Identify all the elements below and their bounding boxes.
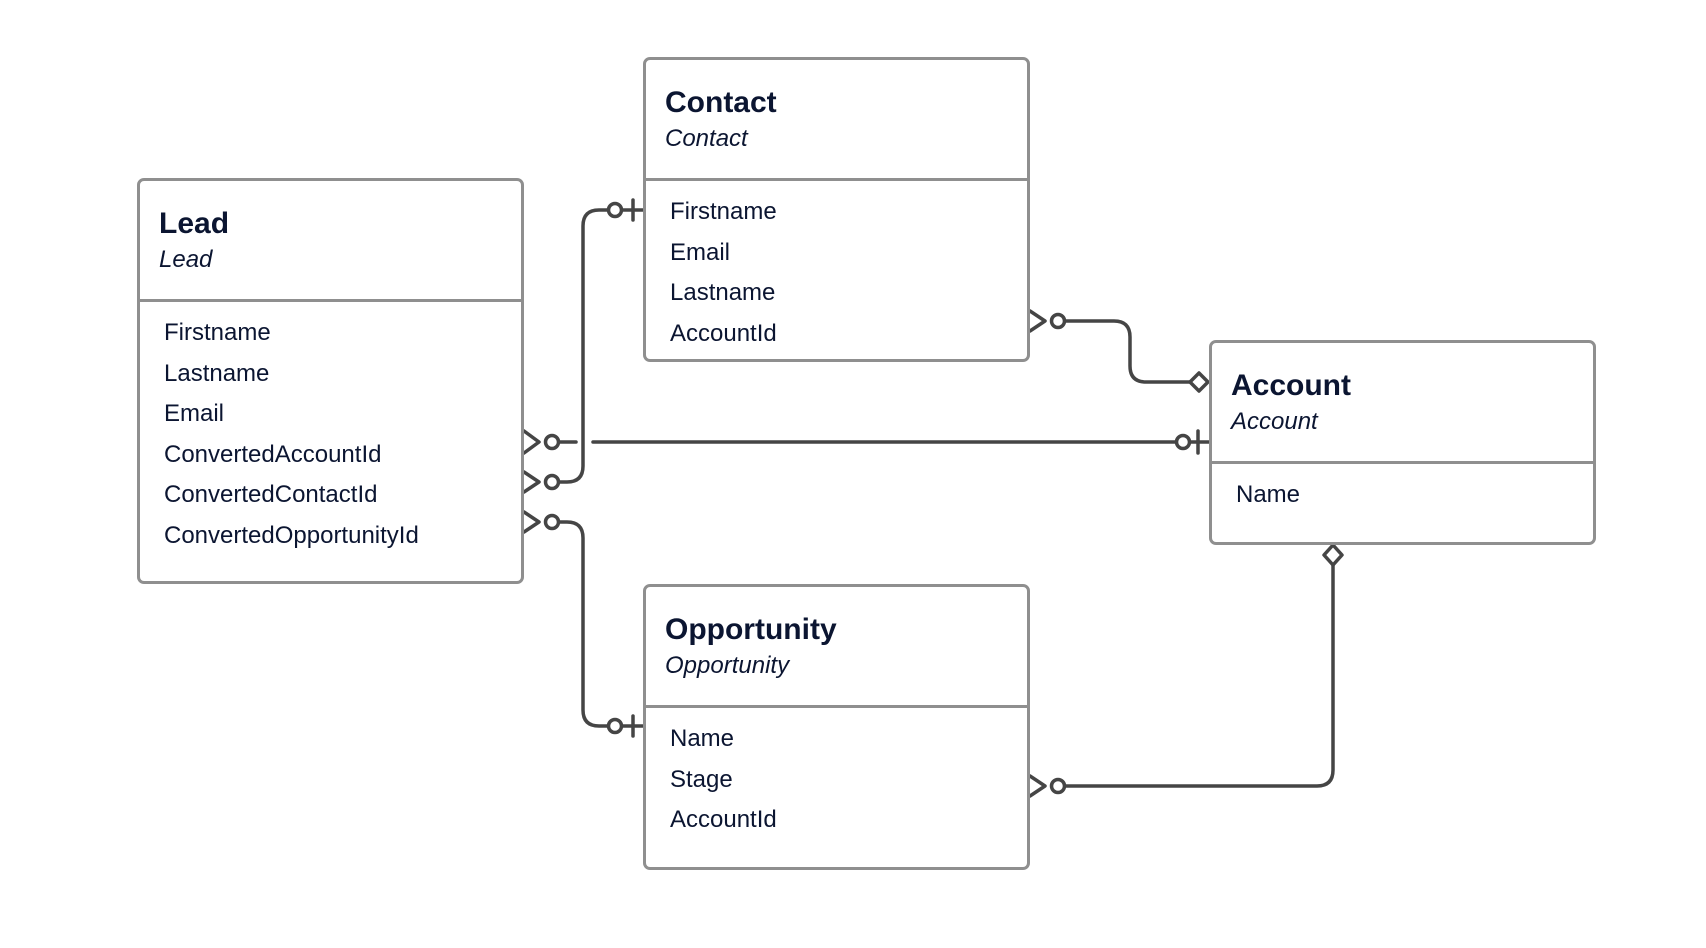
field-item: Name: [670, 725, 735, 752]
entity-contact[interactable]: Contact Contact Firstname Email Lastname…: [643, 57, 1030, 362]
rel-opportunity-account: [1028, 543, 1344, 798]
field-item: Firstname: [164, 319, 271, 346]
rel-lead-account: [522, 429, 1211, 455]
field-item: AccountId: [670, 806, 777, 833]
field-item: Email: [164, 400, 225, 427]
entity-subtitle: Opportunity: [665, 652, 790, 679]
entity-subtitle: Contact: [665, 125, 748, 152]
entity-title: Opportunity: [665, 613, 837, 646]
field-item: Stage: [670, 765, 733, 793]
field-list: Name Stage AccountId: [646, 708, 1027, 841]
field-list: Name: [1212, 464, 1593, 516]
entity-header: Account Account: [1212, 343, 1593, 464]
field-item: ConvertedAccountId: [164, 440, 382, 468]
field-item: Lastname: [164, 359, 270, 387]
entity-header: Contact Contact: [646, 60, 1027, 181]
entity-title: Lead: [159, 207, 230, 240]
field-item: AccountId: [670, 319, 777, 347]
entity-title: Contact: [665, 86, 777, 119]
field-list: Firstname Email Lastname AccountId: [646, 181, 1027, 354]
field-item: Firstname: [670, 198, 777, 225]
entity-subtitle: Lead: [159, 246, 213, 273]
entity-header: Opportunity Opportunity: [646, 587, 1027, 708]
field-item: Lastname: [670, 279, 776, 306]
entity-lead[interactable]: Lead Lead Firstname Lastname Email Conve…: [137, 178, 524, 584]
rel-lead-contact: [522, 198, 645, 494]
entity-subtitle: Account: [1231, 408, 1318, 435]
entity-account[interactable]: Account Account Name: [1209, 340, 1596, 545]
entity-header: Lead Lead: [140, 181, 521, 302]
rel-lead-opportunity: [522, 510, 645, 738]
field-item: Email: [670, 238, 731, 266]
entity-title: Account: [1231, 369, 1351, 402]
field-list: Firstname Lastname Email ConvertedAccoun…: [140, 302, 521, 556]
field-item: ConvertedOpportunityId: [164, 521, 419, 549]
rel-contact-account: [1028, 309, 1210, 393]
entity-opportunity[interactable]: Opportunity Opportunity Name Stage Accou…: [643, 584, 1030, 870]
field-item: Name: [1236, 481, 1301, 508]
field-item: ConvertedContactId: [164, 481, 378, 508]
